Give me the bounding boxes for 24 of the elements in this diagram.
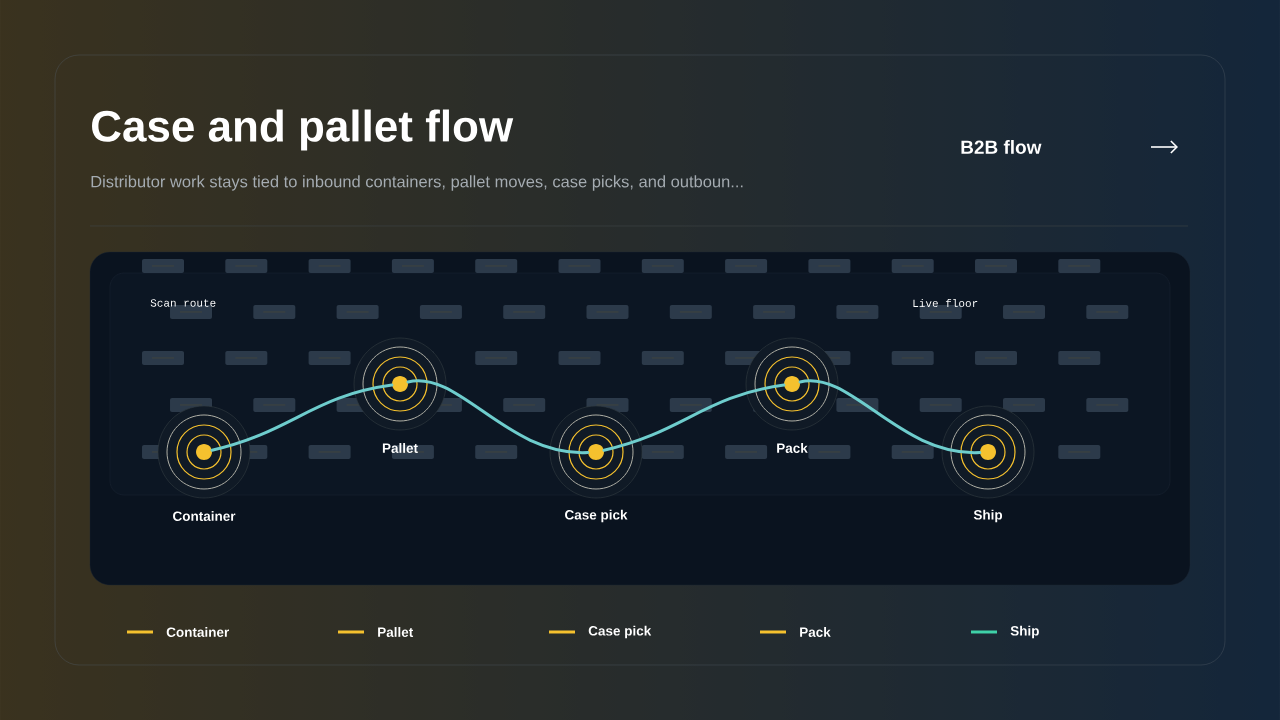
title: Case and pallet flow <box>92 109 514 151</box>
station-marker <box>157 405 251 499</box>
flow-line <box>602 383 786 452</box>
subtitle: Distributor work stays tied to inbound containers, pallet moves, case picks, and outboun... <box>91 175 743 191</box>
flow-line <box>798 379 982 454</box>
legend-label: Case pick <box>588 625 652 639</box>
legend-label: Pallet <box>378 627 414 637</box>
link-text: B2B flow <box>961 140 1042 154</box>
station-label: Pallet <box>382 443 418 453</box>
station-marker <box>745 337 839 431</box>
station-label: Pack <box>777 443 808 453</box>
station-label: Case pick <box>565 509 628 523</box>
legend-label: Pack <box>800 627 831 637</box>
station-marker <box>941 405 1035 499</box>
legend-label: Ship <box>1010 625 1039 639</box>
panel-label: Scan route <box>150 299 216 307</box>
legend-label: Container <box>166 627 229 637</box>
flow-line <box>406 379 590 454</box>
flow-line <box>210 383 394 452</box>
station-label: Ship <box>973 509 1003 523</box>
panel-label: Live floor <box>913 298 978 308</box>
station-marker <box>353 337 447 431</box>
station-marker <box>549 405 643 499</box>
station-label: Container <box>173 511 236 521</box>
